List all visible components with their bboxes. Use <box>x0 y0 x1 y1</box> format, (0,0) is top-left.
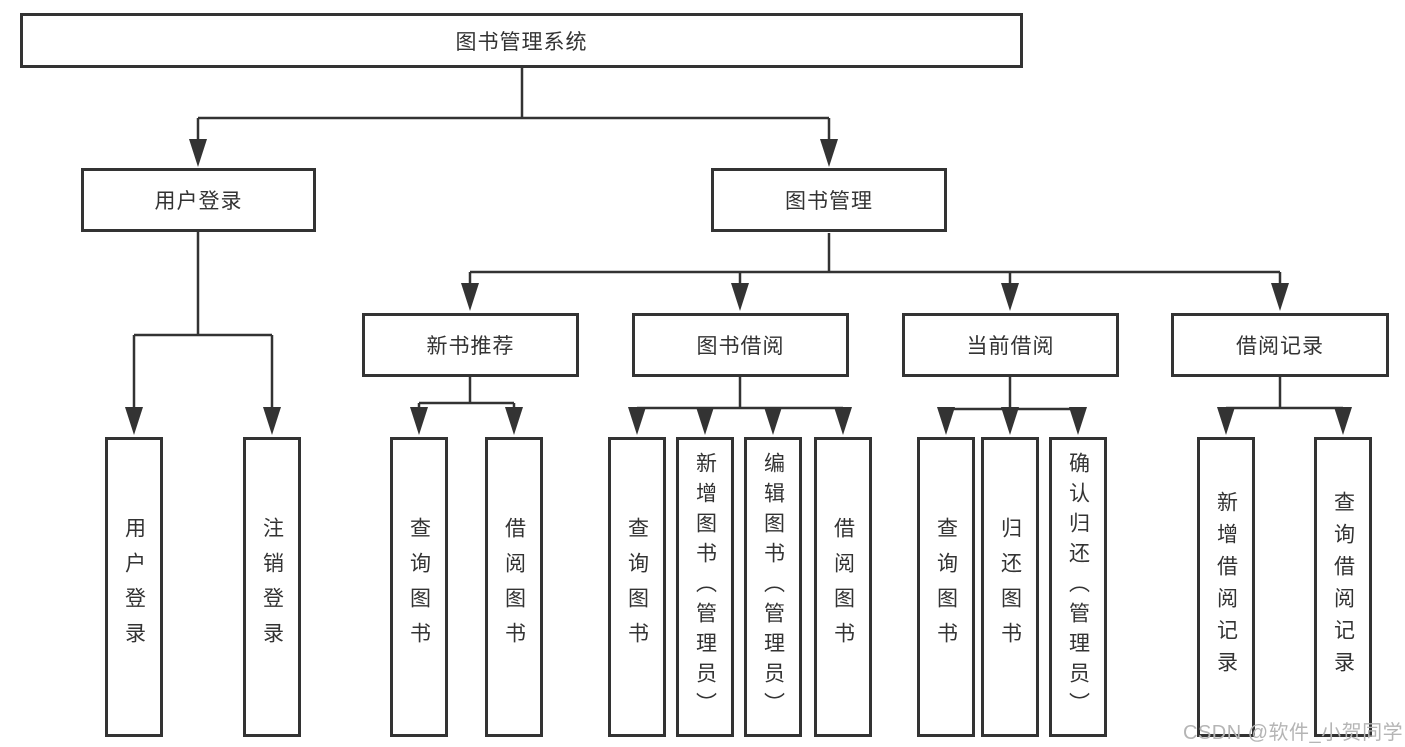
connector-line <box>944 377 1080 412</box>
leaf-confirm-return-admin: 确认归还（管理员） <box>1049 437 1107 737</box>
connector-line <box>635 377 845 412</box>
leaf-label: 借阅图书 <box>502 517 526 657</box>
leaf-label: 确认归还（管理员） <box>1066 452 1090 722</box>
node-book-management: 图书管理 <box>711 168 947 232</box>
leaf-query-books-3: 查询图书 <box>917 437 975 737</box>
node-book-borrowing: 图书借阅 <box>632 313 849 377</box>
leaf-user-login: 用户登录 <box>105 437 163 737</box>
connector-line <box>417 377 516 412</box>
arrowhead <box>1217 407 1235 435</box>
leaf-label: 新增图书（管理员） <box>693 452 717 722</box>
arrowhead <box>1334 407 1352 435</box>
connector-line <box>196 68 831 145</box>
leaf-edit-book-admin: 编辑图书（管理员） <box>744 437 802 737</box>
arrowhead <box>696 407 714 435</box>
connector-line <box>468 233 1282 288</box>
node-user-login: 用户登录 <box>81 168 316 232</box>
arrowhead <box>1001 283 1019 311</box>
leaf-add-borrow-record: 新增借阅记录 <box>1197 437 1255 737</box>
arrowhead <box>1271 283 1289 311</box>
arrowhead <box>410 407 428 435</box>
leaf-label: 查询图书 <box>625 517 649 657</box>
leaf-query-books-1: 查询图书 <box>390 437 448 737</box>
leaf-label: 编辑图书（管理员） <box>761 452 785 722</box>
arrowhead <box>263 407 281 435</box>
leaf-borrow-books-1: 借阅图书 <box>485 437 543 737</box>
arrowhead <box>820 139 838 167</box>
leaf-label: 借阅图书 <box>831 517 855 657</box>
arrowhead <box>628 407 646 435</box>
arrowhead <box>461 283 479 311</box>
watermark: CSDN @软件_小贺同学 <box>1183 722 1404 744</box>
node-current-borrowing: 当前借阅 <box>902 313 1119 377</box>
arrowhead <box>1001 407 1019 435</box>
arrowhead <box>505 407 523 435</box>
node-borrowing-records: 借阅记录 <box>1171 313 1389 377</box>
arrowhead <box>125 407 143 435</box>
leaf-query-borrow-record: 查询借阅记录 <box>1314 437 1372 737</box>
node-library-management-system: 图书管理系统 <box>20 13 1023 68</box>
arrowhead <box>189 139 207 167</box>
leaf-add-book-admin: 新增图书（管理员） <box>676 437 734 737</box>
arrowhead <box>1069 407 1087 435</box>
leaf-query-books-2: 查询图书 <box>608 437 666 737</box>
leaf-borrow-books-2: 借阅图书 <box>814 437 872 737</box>
node-new-book-recommend: 新书推荐 <box>362 313 579 377</box>
leaf-label: 查询图书 <box>407 517 431 657</box>
arrowhead <box>834 407 852 435</box>
connector-line <box>132 232 274 412</box>
leaf-label: 查询借阅记录 <box>1331 491 1355 683</box>
leaf-label: 新增借阅记录 <box>1214 491 1238 683</box>
leaf-return-books: 归还图书 <box>981 437 1039 737</box>
leaf-label: 归还图书 <box>998 517 1022 657</box>
leaf-label: 查询图书 <box>934 517 958 657</box>
leaf-logout: 注销登录 <box>243 437 301 737</box>
connector-line <box>1224 377 1345 412</box>
arrowhead <box>764 407 782 435</box>
leaf-label: 用户登录 <box>122 517 146 657</box>
arrowhead <box>937 407 955 435</box>
arrowhead <box>731 283 749 311</box>
leaf-label: 注销登录 <box>260 517 284 657</box>
